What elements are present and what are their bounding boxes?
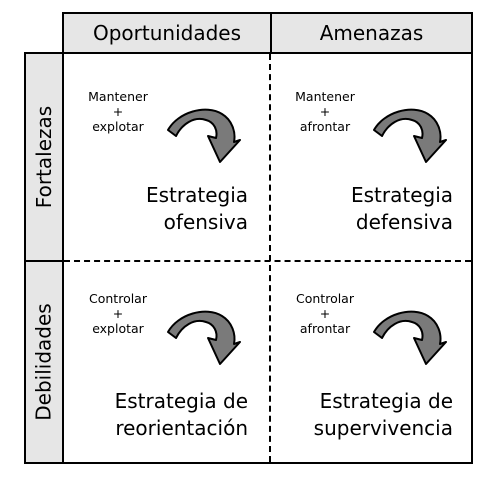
strategy-line: Estrategia de bbox=[114, 389, 248, 413]
action-line: afrontar bbox=[299, 119, 351, 134]
strategy-label: Estrategia defensiva bbox=[273, 182, 453, 236]
action-line: afrontar bbox=[299, 321, 351, 336]
action-line: + bbox=[319, 306, 331, 321]
column-header-label: Oportunidades bbox=[92, 21, 242, 45]
action-line: + bbox=[319, 104, 331, 119]
row-header-debilidades: Debilidades bbox=[24, 260, 64, 464]
column-header-amenazas: Amenazas bbox=[270, 12, 473, 54]
strategy-line: Estrategia de bbox=[319, 389, 453, 413]
vertical-divider bbox=[269, 54, 271, 462]
action-line: explotar bbox=[92, 321, 144, 336]
action-line: Controlar bbox=[296, 291, 354, 306]
curved-arrow-icon bbox=[373, 310, 447, 365]
matrix-grid bbox=[62, 52, 473, 464]
strategy-line: Estrategia bbox=[145, 183, 248, 207]
action-line: Mantener bbox=[88, 89, 148, 104]
strategy-label: Estrategia ofensiva bbox=[68, 182, 248, 236]
action-line: Mantener bbox=[295, 89, 355, 104]
action-line: + bbox=[112, 306, 124, 321]
curved-arrow-icon bbox=[167, 108, 241, 163]
cell-action-text: Mantener + explotar bbox=[78, 89, 158, 134]
strategy-line: supervivencia bbox=[313, 416, 453, 440]
horizontal-divider bbox=[64, 260, 471, 262]
column-header-oportunidades: Oportunidades bbox=[62, 12, 272, 54]
strategy-line: Estrategia bbox=[350, 183, 453, 207]
strategy-line: reorientación bbox=[115, 416, 248, 440]
strategy-label: Estrategia de reorientación bbox=[68, 388, 248, 442]
strategy-label: Estrategia de supervivencia bbox=[273, 388, 453, 442]
strategy-line: ofensiva bbox=[163, 210, 248, 234]
action-line: explotar bbox=[92, 119, 144, 134]
row-header-label: Debilidades bbox=[32, 303, 57, 421]
action-line: Controlar bbox=[89, 291, 147, 306]
cell-action-text: Controlar + afrontar bbox=[285, 291, 365, 336]
row-header-fortalezas: Fortalezas bbox=[24, 52, 64, 262]
cell-action-text: Mantener + afrontar bbox=[285, 89, 365, 134]
strategy-line: defensiva bbox=[355, 210, 453, 234]
row-header-label: Fortalezas bbox=[32, 105, 57, 209]
curved-arrow-icon bbox=[373, 108, 447, 163]
curved-arrow-icon bbox=[167, 310, 241, 365]
action-line: + bbox=[112, 104, 124, 119]
cell-action-text: Controlar + explotar bbox=[78, 291, 158, 336]
column-header-label: Amenazas bbox=[319, 21, 424, 45]
